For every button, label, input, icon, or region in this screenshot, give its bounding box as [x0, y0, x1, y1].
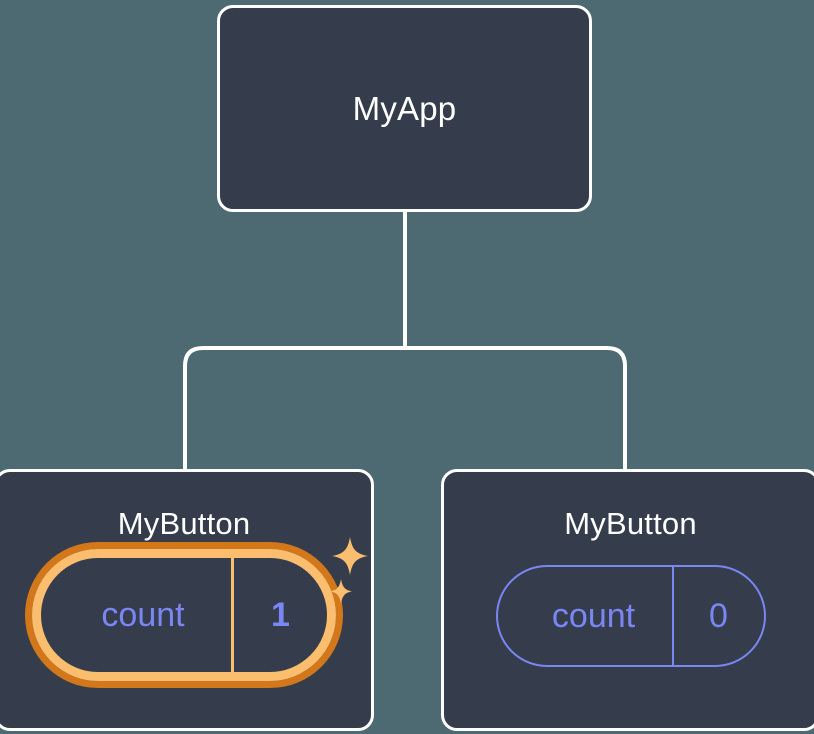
state-pill-left-key: count — [101, 596, 185, 634]
connector-branch-bar — [183, 346, 627, 472]
state-pill-right[interactable]: count 0 — [495, 565, 766, 667]
sparkle-small-icon — [330, 579, 352, 604]
node-myapp-title: MyApp — [352, 90, 457, 127]
state-pill-left-value: 1 — [231, 558, 327, 672]
sparkle-large-icon — [332, 537, 368, 575]
state-pill-right-value: 0 — [671, 567, 764, 665]
node-mybutton-left-title: MyButton — [117, 506, 251, 541]
sparkle-group — [330, 537, 368, 604]
state-pill-left-wrap: count 1 — [32, 537, 368, 681]
node-mybutton-right-title: MyButton — [564, 506, 697, 541]
node-mybutton-right[interactable]: MyButton count 0 — [441, 469, 814, 731]
state-pill-right-key: count — [551, 597, 636, 635]
node-mybutton-left[interactable]: MyButton count 1 — [0, 469, 374, 731]
state-pill-left[interactable]: count 1 — [32, 549, 336, 681]
state-pill-right-wrap: count 0 — [495, 565, 766, 667]
node-myapp[interactable]: MyApp — [217, 5, 592, 212]
